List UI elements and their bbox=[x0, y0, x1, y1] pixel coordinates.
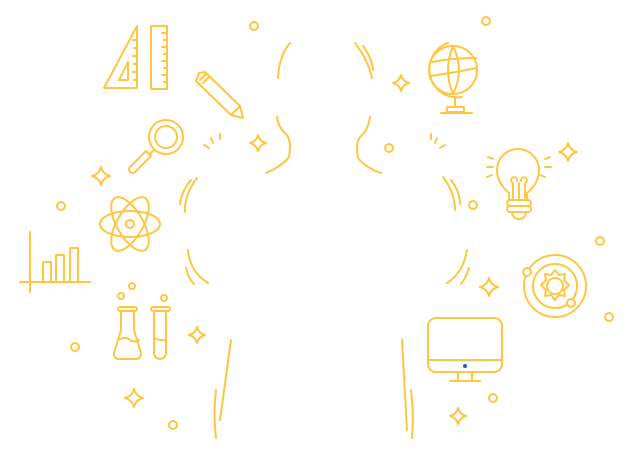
solar-system-icon bbox=[522, 254, 587, 318]
sparkle-icon bbox=[479, 277, 499, 297]
flask-icon bbox=[112, 282, 143, 360]
magnifier-icon bbox=[127, 119, 184, 175]
sparkle-icon bbox=[188, 326, 206, 344]
sparkle-icon bbox=[124, 388, 144, 408]
head-outline-right bbox=[354, 42, 470, 439]
sparkle-icon bbox=[249, 134, 267, 152]
head-outline-left bbox=[179, 42, 291, 439]
set-square-icon bbox=[103, 25, 138, 89]
bubble-icon bbox=[56, 16, 614, 430]
ruler-icon bbox=[150, 25, 168, 90]
monitor-icon bbox=[427, 317, 503, 382]
sparkle-icon bbox=[449, 407, 467, 425]
test-tube-icon bbox=[150, 294, 171, 360]
sparkle-icon bbox=[91, 166, 111, 186]
sparkle-icon bbox=[91, 74, 578, 425]
sparkle-icon bbox=[392, 74, 410, 92]
globe-icon bbox=[428, 42, 478, 114]
power-dot-icon bbox=[463, 364, 467, 368]
bar-chart-icon bbox=[19, 231, 91, 293]
lightbulb-icon bbox=[486, 148, 552, 220]
atom-icon bbox=[99, 196, 161, 252]
pencil-icon bbox=[195, 71, 244, 119]
sparkle-icon bbox=[558, 142, 578, 162]
